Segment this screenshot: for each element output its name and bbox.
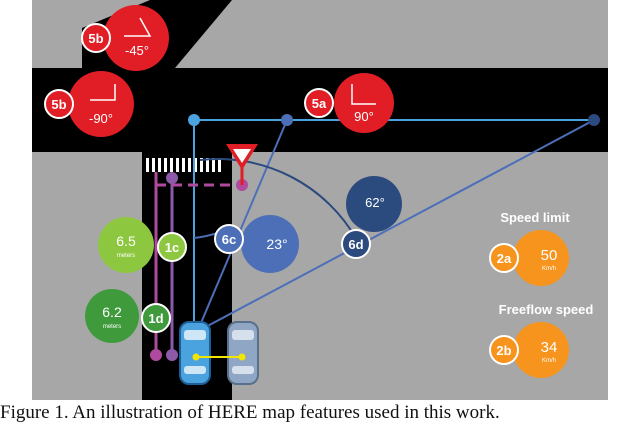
node-purple-top [166, 172, 178, 184]
ego-car-icon [179, 321, 211, 385]
speed-limit-value: 50 [541, 247, 558, 264]
freeflow-speed-title: Freeflow speed [499, 302, 594, 317]
angle-line-6c [197, 119, 288, 331]
feature-6c-value: 23° [266, 236, 287, 252]
other-car-icon [227, 321, 259, 385]
feature-6d: 6d 62° [341, 176, 402, 259]
feature-1c-id: 1c [165, 240, 179, 255]
figure-caption: Figure 1. An illustration of HERE map fe… [0, 402, 500, 423]
feature-1c-value: 6.5 [116, 233, 136, 249]
feature-5b-top: 5b -45° [81, 5, 169, 71]
speed-limit-unit: Km/h [542, 266, 556, 272]
feature-5b-left: 5b -90° [44, 71, 134, 137]
freeflow-speed-unit: Km/h [542, 358, 556, 364]
angle-icon [351, 84, 376, 105]
yield-sign-icon [226, 144, 258, 185]
lane-offset-marker [192, 353, 246, 361]
speed-limit-feature: Speed limit 2a 50 Km/h [489, 210, 570, 286]
node-mid-blue [281, 114, 293, 126]
feature-5b-top-value: -45° [125, 43, 149, 58]
freeflow-speed-feature: Freeflow speed 2b 34 Km/h [489, 302, 594, 378]
angle-arc-6d [199, 158, 358, 241]
feature-1d-id: 1d [148, 311, 163, 326]
feature-5a-value: 90° [354, 109, 374, 124]
node-magenta-bottom [150, 349, 162, 361]
feature-5a-id: 5a [312, 96, 327, 111]
feature-6c: 6c 23° [214, 215, 299, 273]
angle-icon [90, 84, 116, 101]
feature-5a: 5a 90° [304, 73, 394, 133]
feature-5b-left-id: 5b [51, 97, 66, 112]
freeflow-speed-value: 34 [541, 339, 558, 356]
feature-1d: 1d 6.2 meters [85, 289, 171, 343]
feature-1d-unit: meters [103, 324, 121, 330]
feature-5b-top-id: 5b [88, 31, 103, 46]
speed-limit-title: Speed limit [500, 210, 570, 225]
angle-line-6d [199, 119, 595, 331]
crosswalk [146, 158, 221, 172]
speed-limit-id: 2a [497, 251, 512, 266]
angle-icon [124, 17, 152, 37]
node-light-blue [188, 114, 200, 126]
map-illustration: 5b -45° 5b -90° 5a 90° 6c 23° 6d 62° 1c … [32, 0, 608, 400]
feature-6c-id: 6c [222, 232, 236, 247]
node-purple-bottom [166, 349, 178, 361]
freeflow-speed-id: 2b [496, 343, 511, 358]
feature-1c-unit: meters [117, 253, 135, 259]
feature-6d-value: 62° [365, 195, 385, 210]
feature-1c: 1c 6.5 meters [98, 217, 187, 273]
feature-1d-value: 6.2 [102, 304, 122, 320]
feature-6d-id: 6d [348, 237, 363, 252]
node-dark-blue [588, 114, 600, 126]
feature-5b-left-value: -90° [89, 111, 113, 126]
